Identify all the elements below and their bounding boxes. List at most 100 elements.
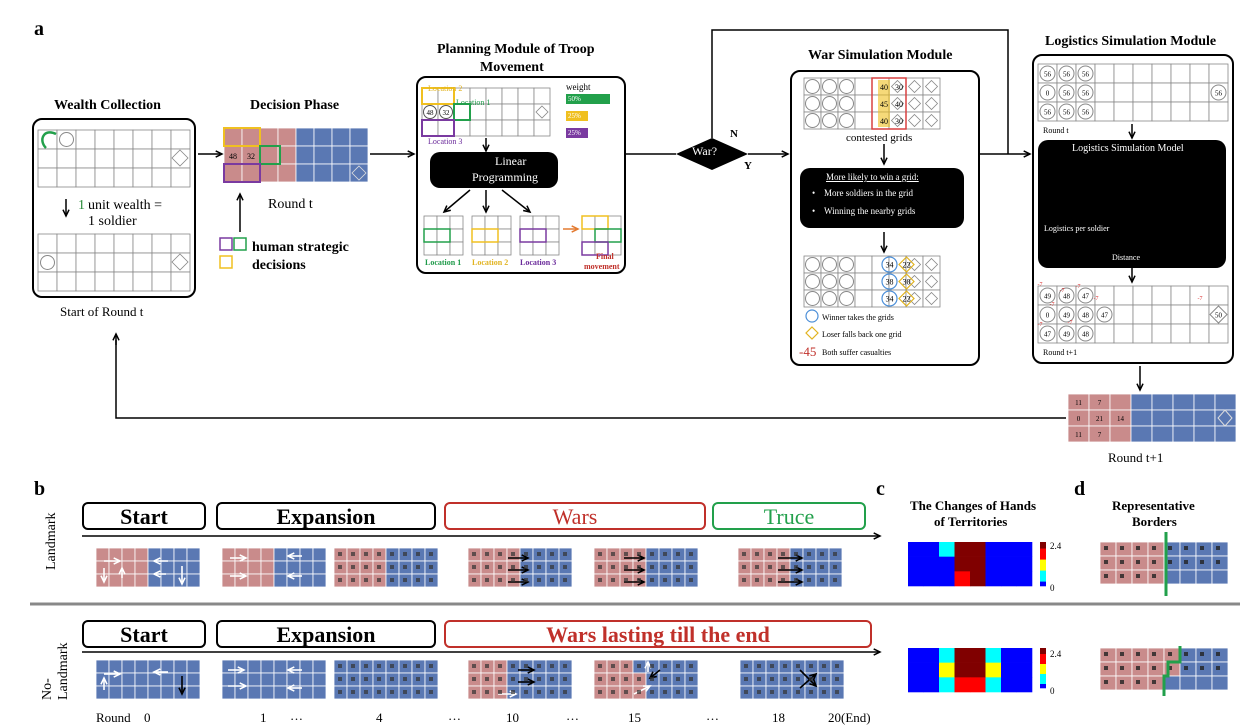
wealth-grid-cell <box>37 148 58 169</box>
log-grid-cell <box>1132 101 1153 122</box>
soldier-mark <box>351 578 355 582</box>
plan-result-cell <box>532 228 547 243</box>
soldier-mark <box>511 565 515 569</box>
snapshot-cell <box>134 547 149 562</box>
decision-grid-cell <box>349 163 369 183</box>
location-2-highlight <box>223 127 261 147</box>
war-no: N <box>730 128 738 140</box>
phase-wars-landmark: Wars <box>444 502 706 530</box>
troop-arrow-head <box>118 566 126 575</box>
planning-title-2: Movement <box>480 60 544 75</box>
troop-arrow-head <box>286 572 295 580</box>
soldier-circle <box>1077 306 1094 323</box>
war-legend-3-num: -45 <box>799 344 817 359</box>
soldier-mark <box>563 565 567 569</box>
war-grid-cell <box>854 94 873 113</box>
heatmap-cell <box>985 677 1002 693</box>
decision-grid-cell <box>313 163 333 183</box>
snapshot-cell <box>108 685 123 700</box>
weight-label: weight <box>566 82 591 92</box>
log-bottom-value: 48 <box>1082 312 1090 320</box>
soldier-mark <box>755 552 759 556</box>
soldier-mark <box>650 565 654 569</box>
soldier-mark <box>650 677 654 681</box>
wealth-grid-cell <box>94 252 115 273</box>
result-value: 7 <box>1098 431 1102 439</box>
snapshot-cell <box>134 685 149 700</box>
soldier-circle <box>805 113 820 128</box>
soldier-mark <box>833 578 837 582</box>
wealth-grid-cell <box>113 252 134 273</box>
soldier-mark <box>429 552 433 556</box>
soldier-mark <box>485 552 489 556</box>
snapshot-cell <box>186 672 201 687</box>
soldier-mark <box>796 690 800 694</box>
soldier-mark <box>822 690 826 694</box>
log-grid-cell <box>1170 323 1191 344</box>
soldier-mark <box>537 690 541 694</box>
snapshot-cell <box>121 573 136 588</box>
wealth-grid-cell <box>151 167 172 188</box>
wealth-gain-arrow <box>41 131 57 149</box>
winner-circle <box>881 273 898 290</box>
result-grid-cell <box>1172 409 1195 427</box>
soldier-circle <box>1039 84 1056 101</box>
soldier-mark <box>1152 680 1156 684</box>
soldier-mark <box>377 565 381 569</box>
c-title-2: of Territories <box>934 514 1008 529</box>
soldier-mark <box>1216 560 1220 564</box>
soldier-mark <box>768 552 772 556</box>
war-grid-cell <box>854 111 873 130</box>
soldier-mark <box>807 552 811 556</box>
round-label: Round <box>96 710 131 725</box>
snapshot-cell <box>121 547 136 562</box>
plan-result-arrow-head <box>523 205 532 214</box>
snapshot-cell <box>173 659 188 674</box>
soldier-mark <box>377 552 381 556</box>
plan-grid-cell <box>437 119 455 137</box>
soldier-circle <box>1039 325 1056 342</box>
soldier-mark <box>676 578 680 582</box>
war-grid-cell <box>922 289 941 308</box>
decision-grid-cell <box>259 163 279 183</box>
decision-grid-cell <box>277 163 297 183</box>
war-after-value: 34 <box>886 261 894 270</box>
plan-result-cell <box>484 241 499 256</box>
snapshot-cell <box>186 547 201 562</box>
border-grid-cell <box>1211 675 1229 691</box>
wealth-grid-cell <box>151 148 172 169</box>
wealth-grid-cell <box>151 271 172 292</box>
snapshot-cell <box>299 560 314 575</box>
troop-arrow-head <box>178 577 186 586</box>
soldier-mark <box>429 578 433 582</box>
contested-highlight <box>871 77 907 130</box>
casualty-mark: -7 <box>1198 296 1203 302</box>
round-18: 18 <box>772 710 785 725</box>
troop-arrow <box>633 685 651 695</box>
war-top-value: 30 <box>895 117 903 126</box>
colorbar-segment <box>1040 656 1046 659</box>
landmark-diamond <box>924 79 939 94</box>
snapshot-cell <box>273 672 288 687</box>
plan-result-cell <box>423 241 438 256</box>
war-legend-1: Winner takes the grids <box>822 313 894 322</box>
soldier-circle <box>839 96 854 111</box>
snapshot-cell <box>312 547 327 562</box>
snapshot-cell <box>247 547 262 562</box>
result-grid-cell <box>1214 425 1237 443</box>
plan-loc2-box <box>421 87 455 105</box>
soldier-mark <box>624 552 628 556</box>
soldier-mark <box>511 552 515 556</box>
plan-grid-cell <box>501 87 519 105</box>
plan-result-cell <box>497 228 512 243</box>
war-after-value: 22 <box>903 261 911 270</box>
soldier-mark <box>833 552 837 556</box>
soldier-mark <box>472 578 476 582</box>
landmark-diamond <box>924 113 939 128</box>
soldier-mark <box>770 664 774 668</box>
soldier-mark <box>403 690 407 694</box>
troop-arrow-head <box>152 557 161 565</box>
plan-loc3-label: Location 3 <box>428 137 463 146</box>
result-grid-cell <box>1193 393 1216 411</box>
